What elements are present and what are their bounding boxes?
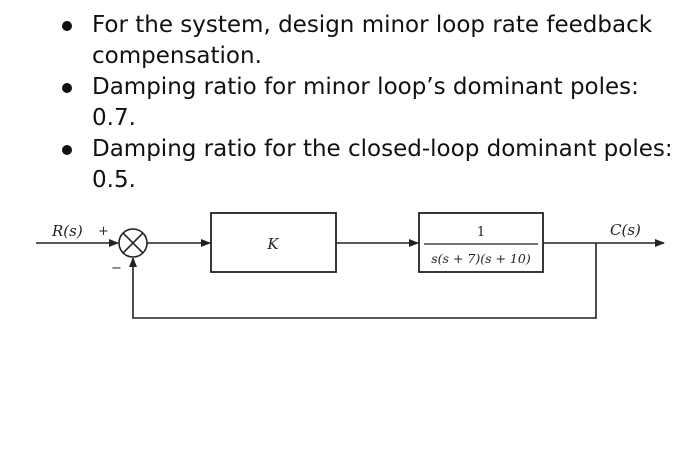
gain-block xyxy=(210,212,337,273)
requirement-item: For the system, design minor loop rate f… xyxy=(62,10,682,72)
minus-sign: − xyxy=(111,261,122,276)
bullet-dot-icon xyxy=(62,21,72,31)
bullet-dot-icon xyxy=(62,145,72,155)
requirement-text: For the system, design minor loop rate f… xyxy=(92,12,653,69)
requirement-text: Damping ratio for minor loop’s dominant … xyxy=(92,74,639,131)
plant-numerator: 1 xyxy=(477,225,485,240)
output-label: C(s) xyxy=(610,221,641,239)
requirements-list: For the system, design minor loop rate f… xyxy=(62,10,682,196)
input-label: R(s) xyxy=(51,222,83,240)
feedback-path xyxy=(129,243,597,319)
plant-denominator: s(s + 7)(s + 10) xyxy=(431,251,531,266)
requirement-item: Damping ratio for the closed-loop domina… xyxy=(62,134,682,196)
gain-block-label: K xyxy=(266,235,279,253)
summing-junction xyxy=(118,228,148,258)
bullet-dot-icon xyxy=(62,83,72,93)
requirement-item: Damping ratio for minor loop’s dominant … xyxy=(62,72,682,134)
requirement-text: Damping ratio for the closed-loop domina… xyxy=(92,136,673,193)
plus-sign: + xyxy=(98,224,109,239)
